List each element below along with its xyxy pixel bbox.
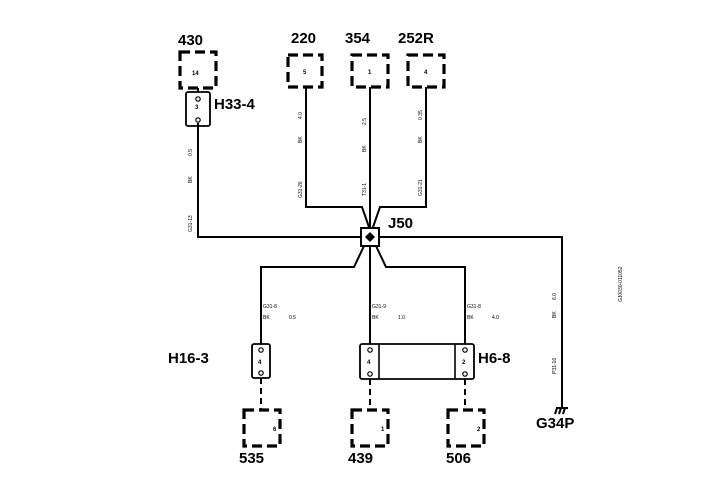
component-430-box [178,50,218,90]
connector-h33-4-label: H33-4 [214,96,256,113]
component-252r: 252R 4 [398,30,446,89]
wire-506-color: BK [467,315,474,321]
wire-354-size: 2.5 [362,118,368,125]
wire-506-circuit: G31-8 [467,304,481,310]
wire-220 [305,87,371,231]
component-506-label: 506 [446,450,471,467]
ground-g34p-label: G34P [536,415,574,432]
wire-430-size: 0.5 [188,149,194,156]
connector-h6-8: 4 2 H6-8 [359,343,511,380]
component-506-box [446,408,486,448]
component-354-label: 354 [345,30,371,47]
connector-h16-3-pin-number: 4 [258,360,262,366]
wire-g34p [379,236,563,408]
connector-h6-8-pin-b-top [462,347,468,353]
component-430-pin: 14 [192,71,199,77]
connector-h6-8-pin-a-bottom [367,371,373,377]
wire-g34p-circuit: P31-16 [552,358,558,374]
component-430-label: 430 [178,32,203,49]
ground-icon [554,407,568,415]
connector-h6-8-pin-right: 2 [462,360,466,366]
connector-h6-8-pin-b-bottom [462,371,468,377]
component-252r-pin: 4 [424,70,428,76]
connector-h33-4-pin-bottom [195,117,201,123]
component-506: 2 506 [446,408,486,467]
connector-h16-3-pin-top [258,347,264,353]
connector-h6-8-pin-left: 4 [367,360,371,366]
wire-220-circuit: G31-26 [298,181,304,198]
wire-439-labels: G31-9 BK 1.0 [372,304,405,321]
wire-535 [260,245,365,345]
wire-354-labels: 2.5 BK T31-1 [362,118,368,196]
connector-h6-8-label: H6-8 [478,350,511,367]
component-535-pin: 6 [273,427,277,433]
wire-535-circuit: G31-8 [263,304,277,310]
component-220: 220 5 [286,30,324,89]
wire-252r-color: BK [418,136,424,143]
ground-g34p: G34P [536,407,574,432]
wire-535-size: 0.5 [289,315,296,321]
connector-h33-4: 3 H33-4 [185,91,256,127]
connector-h16-3: 4 H16-3 [168,343,271,379]
wire-535-color: BK [263,315,270,321]
wire-252r-circuit: G31-21 [418,179,424,196]
wire-354-color: BK [362,145,368,152]
component-220-label: 220 [291,30,316,47]
wire-506 [375,245,466,345]
component-439-label: 439 [348,450,373,467]
component-439: 1 439 [348,408,390,467]
component-535-box [242,408,282,448]
wire-252r [371,87,427,231]
wire-430-circuit: G31-13 [188,215,194,232]
wire-506-size: 4.0 [492,315,499,321]
component-439-box [350,408,390,448]
component-354-pin: 1 [368,70,372,76]
connector-h6-8-pin-a-top [367,347,373,353]
wire-252r-size: 0.35 [418,110,424,120]
wire-220-labels: 4.0 BK G31-26 [298,112,304,198]
wire-439-color: BK [372,315,379,321]
wire-g34p-color: BK [552,311,558,318]
wire-252r-labels: 0.35 BK G31-21 [418,110,424,196]
wire-430-color: BK [188,176,194,183]
component-439-pin: 1 [381,427,385,433]
component-506-pin: 2 [477,427,481,433]
wire-506-labels: G31-8 BK 4.0 [467,304,499,321]
wire-535-labels: G31-8 BK 0.5 [263,304,296,321]
wire-220-color: BK [298,136,304,143]
document-code: GJ0030-011052 [618,266,624,302]
wire-g34p-labels: 6.0 BK P31-16 [552,293,558,374]
connector-h33-4-pin-top [195,96,201,102]
component-354: 354 1 [345,30,390,89]
component-535-label: 535 [239,450,264,467]
splice-j50-label: J50 [388,215,413,232]
splice-j50-diamond [365,232,375,242]
component-220-pin: 5 [303,70,307,76]
connector-h16-3-label: H16-3 [168,350,209,367]
wire-430-labels: 0.5 BK G31-13 [188,149,194,232]
wire-439-size: 1.0 [398,315,405,321]
wire-430 [197,123,360,238]
component-354-box [350,53,390,89]
component-252r-box [406,53,446,89]
wire-g34p-size: 6.0 [552,293,558,300]
wire-439-circuit: G31-9 [372,304,386,310]
component-535: 6 535 [239,408,282,467]
component-252r-label: 252R [398,30,434,47]
component-430: 430 14 [178,32,218,90]
splice-j50: J50 [360,215,413,247]
connector-h6-8-body [359,343,475,380]
wire-220-size: 4.0 [298,112,304,119]
connector-h16-3-pin-bottom [258,370,264,376]
wire-354-circuit: T31-1 [362,183,368,196]
connector-h33-4-pin-number: 3 [195,105,199,111]
